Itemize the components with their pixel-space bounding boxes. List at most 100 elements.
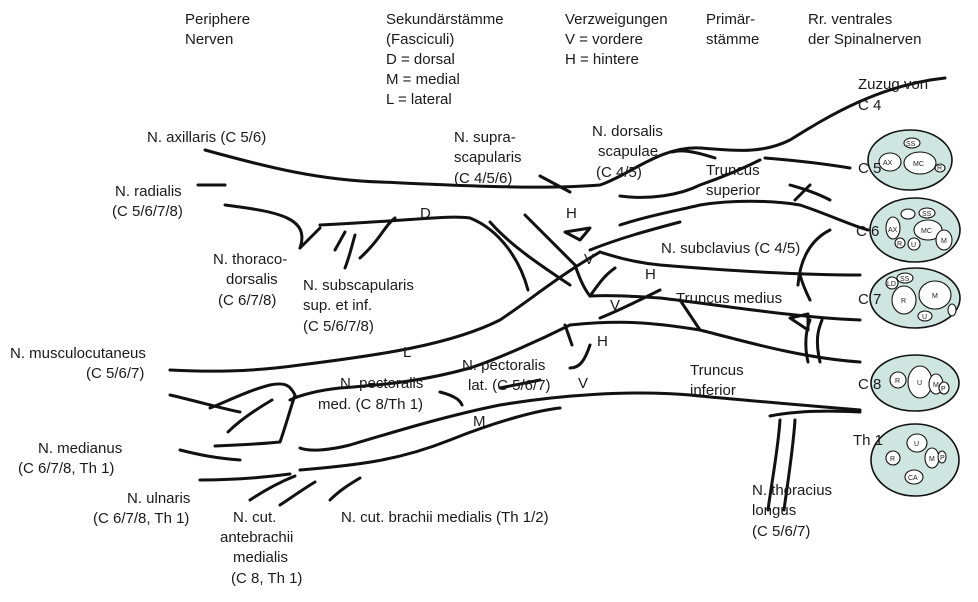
c8-fascicle-label-p: P xyxy=(941,386,946,393)
label-suprascapularis-line1: N. supra- xyxy=(454,129,516,146)
label-suprascapularis-line2: scapularis xyxy=(454,149,522,166)
header-branches-line1: Verzweigungen xyxy=(565,11,668,28)
c6-fascicle-label-ss: SS xyxy=(922,211,932,218)
c7-root-lower xyxy=(800,275,810,300)
label-cord-lateral: L xyxy=(403,344,411,361)
label-cut-antebrachii-line3: medialis xyxy=(233,549,288,566)
header-primary-line1: Primär- xyxy=(706,11,755,28)
label-division-h-upper: H xyxy=(566,205,577,222)
header-secondary-line1: Sekundärstämme xyxy=(386,11,504,28)
c7-fascicle-label-r: R xyxy=(901,298,906,305)
label-musculocutaneus-line1: N. musculocutaneus xyxy=(10,345,146,362)
c7-fascicle-label-ss: SS xyxy=(900,276,910,283)
label-dorsalis-scapulae-line3: (C 4/5) xyxy=(596,164,642,181)
c7-fascicle-label-u: U xyxy=(922,314,927,321)
label-truncus-inferior-line2: inferior xyxy=(690,382,736,399)
label-suprascapularis-line3: (C 4/5/6) xyxy=(454,170,512,187)
fascicle-c6-ss-small xyxy=(901,209,915,219)
label-thoracius-longus-line3: (C 5/6/7) xyxy=(752,523,810,540)
middle-h-branch xyxy=(590,268,615,296)
c7-fascicle-label-m: M xyxy=(932,293,938,300)
label-division-h-middle: H xyxy=(645,266,656,283)
label-thoracodorsalis-line3: (C 6/7/8) xyxy=(218,292,276,309)
label-thoracius-longus-line1: N. thoracius xyxy=(752,482,832,499)
header-branches-line2: V = vordere xyxy=(565,31,643,48)
ulnaris-line xyxy=(200,474,290,480)
label-ulnaris-line2: (C 6/7/8, Th 1) xyxy=(93,510,189,527)
label-cut-brachii: N. cut. brachii medialis (Th 1/2) xyxy=(341,509,549,526)
label-ulnaris-line1: N. ulnaris xyxy=(127,490,190,507)
label-cord-medial: M xyxy=(473,413,486,430)
label-musculocutaneus-line2: (C 5/6/7) xyxy=(86,365,144,382)
label-truncus-inferior-line1: Truncus xyxy=(690,362,744,379)
c5-lower-edge xyxy=(765,158,850,168)
label-truncus-superior-line1: Truncus xyxy=(706,162,760,179)
cut-antebrachii-1 xyxy=(250,476,295,500)
c5-fascicle-label-ax: AX xyxy=(883,160,893,167)
header-secondary-line4: M = medial xyxy=(386,71,460,88)
anterior-division-upper xyxy=(620,201,868,230)
label-radialis-line2: (C 5/6/7/8) xyxy=(112,203,183,220)
c6-root-lower xyxy=(798,230,830,285)
upper-convergence xyxy=(575,265,590,296)
column-headers: Periphere Nerven Sekundärstämme (Fascicu… xyxy=(185,11,921,108)
label-truncus-medius: Truncus medius xyxy=(676,290,782,307)
th1-fascicle-label-ca: CA xyxy=(908,475,918,482)
header-primary-line2: stämme xyxy=(706,31,759,48)
lateral-cord-upper xyxy=(170,252,600,371)
label-subscapularis-line2: sup. et inf. xyxy=(303,297,372,314)
nerve-lines xyxy=(170,78,945,510)
label-pectoralis-med-line2: med. (C 8/Th 1) xyxy=(318,396,423,413)
header-ventral-line2: der Spinalnerven xyxy=(808,31,921,48)
c5-fascicle-label-r: R xyxy=(937,165,942,172)
label-pectoralis-med-line1: N. pectoralis xyxy=(340,375,423,392)
header-ventral-line1: Rr. ventrales xyxy=(808,11,892,28)
label-division-v-upper: V xyxy=(584,251,594,268)
label-medianus-line1: N. medianus xyxy=(38,440,122,457)
medianus-lower xyxy=(180,450,240,460)
label-cut-antebrachii-line1: N. cut. xyxy=(233,509,276,526)
inferior-v-branch xyxy=(570,345,590,368)
label-pectoralis-lat-line2: lat. (C 5/6/7) xyxy=(468,377,551,394)
label-thoracodorsalis-line1: N. thoraco- xyxy=(213,251,287,268)
label-root-c4-line1: Zuzug von xyxy=(858,76,928,93)
cross-section-c7: LD SS R M U xyxy=(870,268,960,328)
label-dorsalis-scapulae-line1: N. dorsalis xyxy=(592,123,663,140)
label-division-v-lower: V xyxy=(578,375,588,392)
label-radialis-line1: N. radialis xyxy=(115,183,182,200)
c7-c8-link xyxy=(817,320,822,362)
header-secondary-line5: L = lateral xyxy=(386,91,452,108)
cross-section-th1: U R M P CA xyxy=(871,424,959,496)
medianus-loop-inner xyxy=(228,400,272,432)
label-root-c6: C 6 xyxy=(856,223,879,240)
suprascapularis-branch xyxy=(540,176,570,192)
header-peripheral-line1: Periphere xyxy=(185,11,250,28)
label-subscapularis-line3: (C 5/6/7/8) xyxy=(303,318,374,335)
label-root-c7: C 7 xyxy=(858,291,881,308)
label-division-h-lower: H xyxy=(597,333,608,350)
c7-fascicle-label-ld: LD xyxy=(887,281,896,288)
medianus-loop-outer xyxy=(210,384,295,446)
th1-fascicle-label-m: M xyxy=(929,456,935,463)
c6-fascicle-label-ax: AX xyxy=(888,227,898,234)
header-secondary-line3: D = dorsal xyxy=(386,51,455,68)
header-secondary-line2: (Fasciculi) xyxy=(386,31,454,48)
label-axillaris: N. axillaris (C 5/6) xyxy=(147,129,266,146)
subscapularis-branch-2 xyxy=(345,235,355,268)
cross-section-c8: R U M P xyxy=(871,355,959,411)
cut-antebrachii-2 xyxy=(280,482,315,505)
c6-fascicle-label-r: R xyxy=(897,241,902,248)
cross-section-c6: AX SS MC R U M xyxy=(870,198,960,262)
dorsal-cord-lower-edge xyxy=(225,205,302,248)
c6-fascicle-label-m: M xyxy=(941,238,947,245)
c8-fascicle-label-r: R xyxy=(895,378,900,385)
c8-fascicle-label-m: M xyxy=(933,382,939,389)
superior-trunk-upper-edge xyxy=(205,78,945,187)
label-thoracodorsalis-line2: dorsalis xyxy=(226,271,278,288)
label-cut-antebrachii-line4: (C 8, Th 1) xyxy=(231,570,302,587)
medianus-upper xyxy=(170,395,240,412)
medial-cord xyxy=(300,408,560,470)
label-dorsalis-scapulae-line2: scapulae xyxy=(598,143,658,160)
c5-fascicle-label-mc: MC xyxy=(913,161,924,168)
